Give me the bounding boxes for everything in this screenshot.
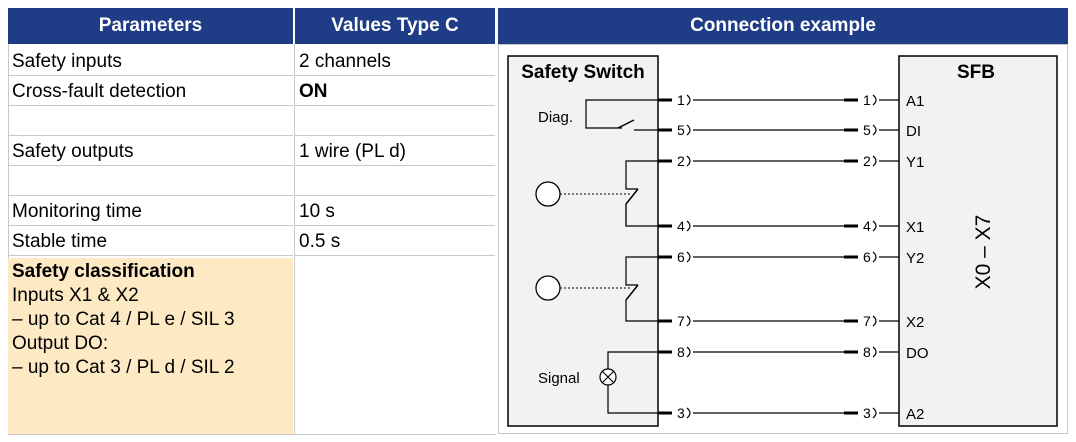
terminal-label: X2: [906, 314, 924, 331]
contact-2-4-icon: [625, 188, 639, 205]
plug-bracket: [686, 407, 691, 419]
plug-bracket: [686, 251, 691, 263]
plug-bracket: [872, 346, 877, 358]
param-cell: Cross-fault detection: [8, 80, 293, 106]
safety-classification-block: Safety classification Inputs X1 & X2 – u…: [8, 258, 293, 434]
output-label: Output DO:: [12, 333, 109, 354]
terminal-label: DI: [906, 123, 921, 140]
pin-label: 6: [677, 249, 685, 265]
plug-bracket: [686, 155, 691, 167]
connections-layer: 1 1 A1 5 5 DI 2 2 Y1 4 4 X1 6 6 Y2 7 7 X2 8 8 DO 3 3 A2: [658, 92, 929, 423]
connection-di: 5 5 DI: [658, 122, 921, 140]
table-left-border: [8, 44, 9, 434]
pin-label: 4: [863, 218, 871, 234]
signal-wire-upper: [607, 351, 658, 369]
contact-6-7-icon: [625, 284, 639, 301]
plug-bracket: [872, 155, 877, 167]
plug-bracket: [686, 94, 691, 106]
param-cell: Safety outputs: [8, 140, 293, 166]
value-cell: [295, 110, 495, 136]
contact-4-wire: [625, 204, 658, 227]
plug-bracket: [686, 346, 691, 358]
value-cell: 2 channels: [295, 50, 495, 76]
signal-lamp-cross-b: [601, 370, 615, 384]
table-bottom-border: [8, 434, 496, 435]
param-cell: Monitoring time: [8, 200, 293, 226]
pin-label: 2: [677, 153, 685, 169]
output-value: – up to Cat 3 / PL d / SIL 2: [12, 357, 235, 378]
plug-bracket: [686, 315, 691, 327]
param-cell: [8, 110, 293, 136]
pin-label: 5: [677, 122, 685, 138]
pin-label: 8: [677, 344, 685, 360]
parameters-header: Parameters: [8, 8, 293, 44]
pin-label: 6: [863, 249, 871, 265]
value-cell: [295, 170, 495, 196]
pin-label: 4: [677, 218, 685, 234]
pin-label: 2: [863, 153, 871, 169]
value-cell: 10 s: [295, 200, 495, 226]
connection-example-header: Connection example: [498, 8, 1068, 44]
safety-switch-title: Safety Switch: [521, 62, 645, 83]
plug-bracket: [872, 124, 877, 136]
plug-bracket: [686, 220, 691, 232]
pin-label: 3: [677, 405, 685, 421]
inputs-label: Inputs X1 & X2: [12, 285, 139, 306]
plug-bracket: [686, 124, 691, 136]
inputs-value: – up to Cat 4 / PL e / SIL 3: [12, 309, 235, 330]
connection-x2: 7 7 X2: [658, 313, 924, 331]
actuator-1-icon: [535, 181, 561, 207]
pin-label: 1: [863, 92, 871, 108]
terminal-label: Y2: [906, 250, 924, 267]
diag-contact-icon: [617, 119, 635, 129]
terminal-label: DO: [906, 345, 929, 362]
plug-bracket: [872, 251, 877, 263]
diag-wire-upper: [585, 99, 658, 129]
pin-label: 8: [863, 344, 871, 360]
contact-7-wire: [625, 300, 658, 322]
sfb-range-label: X0 – X7: [972, 215, 995, 290]
param-cell: Stable time: [8, 230, 293, 256]
value-cell: 1 wire (PL d): [295, 140, 495, 166]
contact-2-wire: [625, 160, 658, 190]
sfb-box: [898, 55, 1058, 427]
pin-label: 5: [863, 122, 871, 138]
column-divider: [294, 44, 295, 434]
terminal-label: A1: [906, 93, 924, 110]
param-cell: Safety inputs: [8, 50, 293, 76]
value-cell: 0.5 s: [295, 230, 495, 256]
connection-diagram: Safety Switch SFB X0 – X7 Diag. Signal 1…: [498, 44, 1068, 434]
connection-do: 8 8 DO: [658, 344, 929, 362]
plug-bracket: [872, 94, 877, 106]
connection-y1: 2 2 Y1: [658, 153, 924, 171]
plug-bracket: [872, 315, 877, 327]
safety-classification-title: Safety classification: [12, 261, 195, 282]
connection-a2: 3 3 A2: [658, 405, 924, 423]
sfb-title: SFB: [957, 62, 995, 83]
contact-6-wire: [625, 256, 658, 286]
values-header: Values Type C: [295, 8, 495, 44]
pin-label: 7: [863, 313, 871, 329]
connection-y2: 6 6 Y2: [658, 249, 924, 267]
signal-label: Signal: [538, 370, 580, 387]
terminal-label: A2: [906, 406, 924, 423]
param-cell: [8, 170, 293, 196]
pin-label: 7: [677, 313, 685, 329]
connection-a1: 1 1 A1: [658, 92, 924, 110]
terminal-label: X1: [906, 219, 924, 236]
plug-bracket: [872, 407, 877, 419]
value-cell: ON: [295, 80, 495, 106]
diag-label: Diag.: [538, 109, 573, 126]
pin-label: 3: [863, 405, 871, 421]
signal-wire-lower: [607, 385, 658, 414]
plug-bracket: [872, 220, 877, 232]
actuator-2-icon: [535, 275, 561, 301]
pin-label: 1: [677, 92, 685, 108]
terminal-label: Y1: [906, 154, 924, 171]
safety-switch-box: [507, 55, 659, 427]
connection-x1: 4 4 X1: [658, 218, 924, 236]
